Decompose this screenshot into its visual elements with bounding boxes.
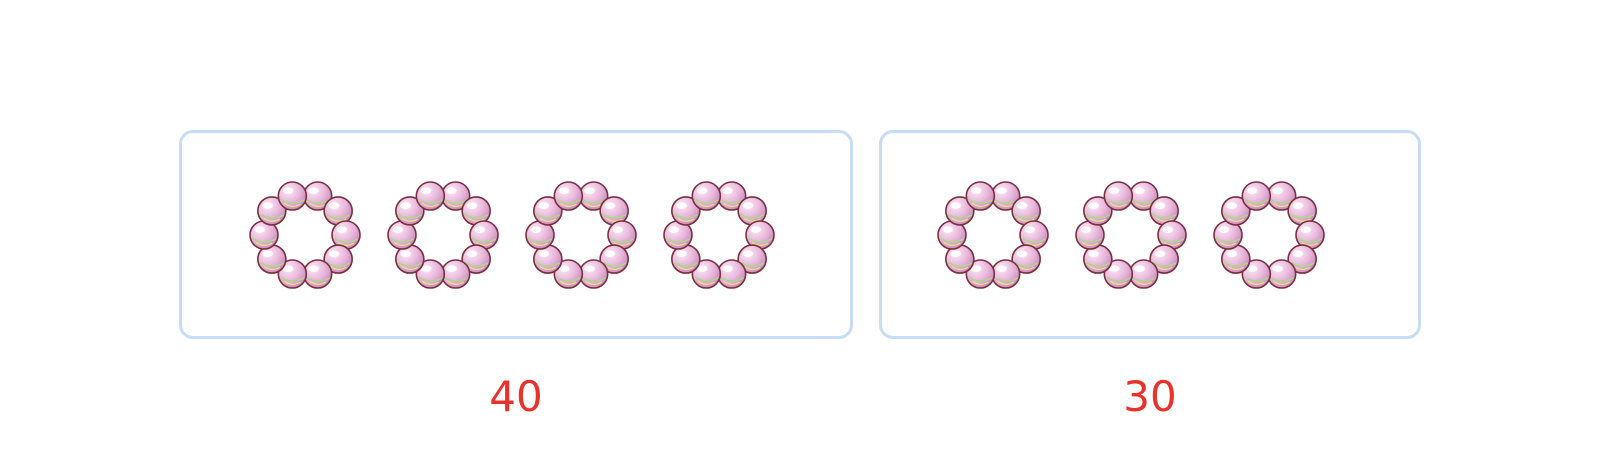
bead bbox=[945, 244, 975, 274]
bead bbox=[387, 220, 417, 250]
pearl-bead-ring-icon bbox=[1213, 180, 1325, 290]
bead bbox=[525, 220, 555, 250]
bead bbox=[323, 244, 353, 274]
bead bbox=[553, 259, 584, 289]
bead bbox=[965, 259, 996, 289]
bead bbox=[578, 181, 609, 211]
bead bbox=[965, 181, 996, 211]
bead bbox=[691, 259, 722, 289]
bead bbox=[1019, 220, 1049, 250]
bead bbox=[461, 196, 491, 226]
pearl-bead-ring-icon bbox=[663, 180, 775, 290]
bead bbox=[1266, 181, 1297, 211]
bead bbox=[1241, 259, 1272, 289]
bead bbox=[945, 196, 975, 226]
group-label-left: 40 bbox=[489, 372, 543, 421]
bead bbox=[277, 259, 308, 289]
bead bbox=[1221, 196, 1251, 226]
bead bbox=[1241, 181, 1272, 211]
pearl-bead-ring-icon bbox=[249, 180, 361, 290]
bead bbox=[691, 181, 722, 211]
bead bbox=[1075, 220, 1105, 250]
bead bbox=[671, 196, 701, 226]
bead bbox=[599, 244, 629, 274]
bead bbox=[1149, 196, 1179, 226]
bead bbox=[257, 196, 287, 226]
bead bbox=[1083, 196, 1113, 226]
bead bbox=[395, 196, 425, 226]
bead bbox=[578, 259, 609, 289]
group-box-left bbox=[179, 130, 853, 339]
bead bbox=[415, 259, 446, 289]
bead bbox=[1149, 244, 1179, 274]
bead bbox=[745, 220, 775, 250]
bead bbox=[716, 181, 747, 211]
pearl-bead-ring-icon bbox=[937, 180, 1049, 290]
bead bbox=[1103, 259, 1134, 289]
bead bbox=[415, 181, 446, 211]
bead bbox=[990, 259, 1021, 289]
bead bbox=[737, 244, 767, 274]
bead bbox=[1221, 244, 1251, 274]
bead bbox=[1287, 244, 1317, 274]
bead bbox=[1011, 244, 1041, 274]
pearl-bead-ring-icon bbox=[387, 180, 499, 290]
pearl-bead-ring-icon bbox=[525, 180, 637, 290]
bead bbox=[302, 181, 333, 211]
group-label-right: 30 bbox=[1123, 372, 1177, 421]
bead bbox=[323, 196, 353, 226]
bead bbox=[1128, 259, 1159, 289]
pearl-bead-ring-icon bbox=[1075, 180, 1187, 290]
bead bbox=[461, 244, 491, 274]
bead bbox=[716, 259, 747, 289]
bead bbox=[1295, 220, 1325, 250]
bead bbox=[302, 259, 333, 289]
bead bbox=[1103, 181, 1134, 211]
group-box-right bbox=[879, 130, 1421, 339]
bead bbox=[553, 181, 584, 211]
bead bbox=[440, 259, 471, 289]
bead bbox=[1213, 220, 1243, 250]
bead bbox=[469, 220, 499, 250]
bead bbox=[1266, 259, 1297, 289]
bead bbox=[249, 220, 279, 250]
bead bbox=[277, 181, 308, 211]
bead bbox=[533, 196, 563, 226]
